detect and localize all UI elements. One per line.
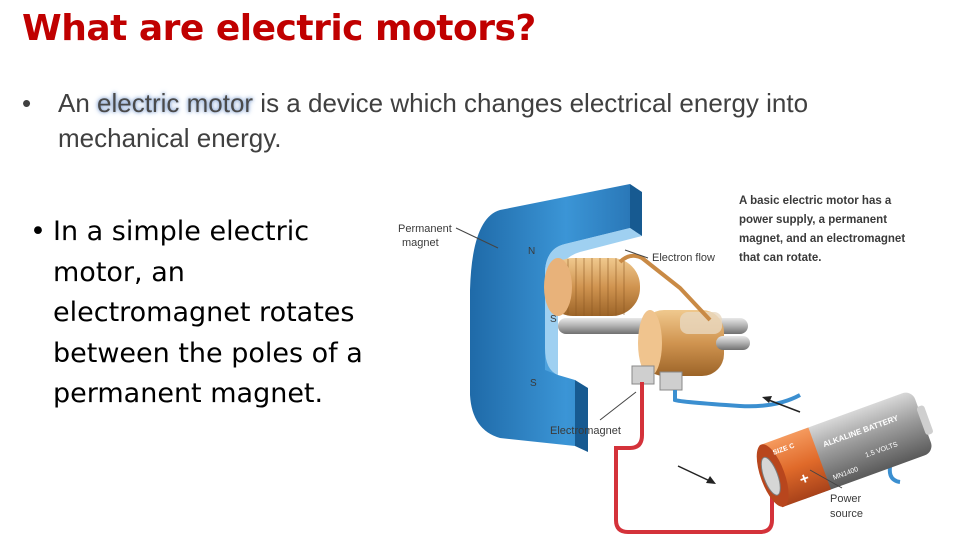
blue-wire — [673, 390, 801, 409]
highlight-term: electric motor — [97, 88, 254, 118]
brush-left — [631, 365, 655, 385]
shaft-end — [716, 336, 750, 350]
caption-line-2: power supply, a permanent — [739, 214, 887, 226]
brush-right — [659, 371, 683, 391]
pole-s-label-2: S — [530, 378, 537, 389]
bullet-definition-text: An electric motor is a device which chan… — [58, 86, 848, 156]
bullet-marker: • — [22, 88, 32, 118]
flow-arrow-2 — [765, 398, 801, 413]
permanent-magnet — [470, 184, 642, 452]
pointer-permanent — [455, 227, 499, 249]
flow-arrow-head-1 — [706, 476, 716, 484]
flow-arrow-head-2 — [762, 396, 772, 403]
label-power-line2: source — [830, 508, 863, 520]
bullet-prefix: An — [58, 88, 98, 118]
flow-arrow-1 — [677, 465, 713, 483]
pointer-electromagnet — [599, 391, 637, 421]
pointer-electron — [624, 249, 649, 259]
label-electron-flow: Electron flow — [652, 252, 715, 264]
caption-line-3: magnet, and an electromagnet — [739, 233, 905, 245]
slide-title: What are electric motors? — [22, 8, 536, 49]
motor-diagram: N S S — [398, 184, 933, 534]
red-wire — [614, 382, 774, 534]
pole-s-label: S — [550, 314, 557, 325]
label-permanent-line1: Permanent — [398, 223, 452, 235]
label-electromagnet: Electromagnet — [550, 425, 621, 437]
label-permanent-line2: magnet — [402, 237, 439, 249]
top-wire — [618, 253, 712, 322]
bullet-marker-2: • — [30, 216, 46, 247]
caption-line-1: A basic electric motor has a — [739, 195, 892, 207]
bullet-simple-motor-text: In a simple electric motor, an electroma… — [53, 216, 363, 409]
electromagnet-coil — [638, 310, 724, 376]
figure-caption: A basic electric motor has a power suppl… — [739, 195, 905, 264]
bullet-suffix: is a device which changes electrical ene… — [58, 88, 809, 153]
pole-n-label: N — [528, 246, 535, 257]
pointer-power — [809, 469, 843, 489]
label-power-line1: Power — [830, 493, 862, 505]
caption-line-4: that can rotate. — [739, 252, 821, 264]
rear-coil — [544, 258, 640, 316]
